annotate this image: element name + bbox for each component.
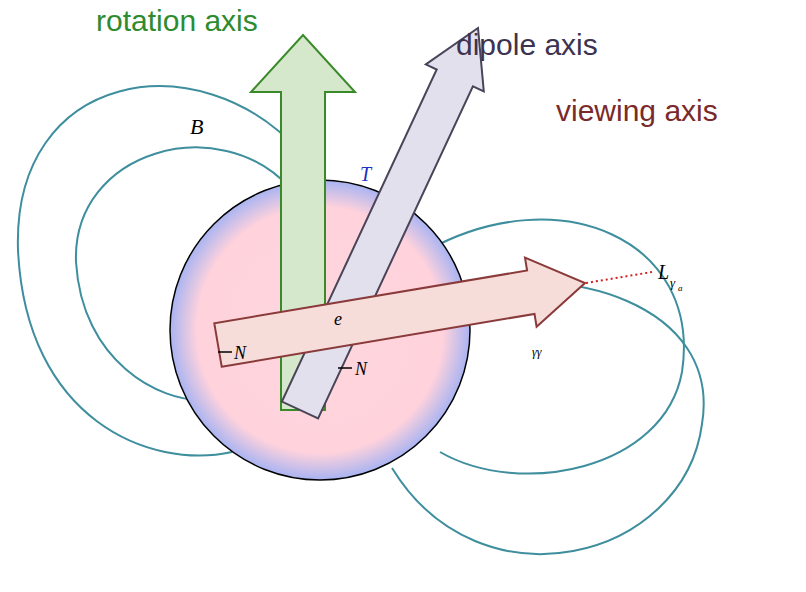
tick-mark bbox=[218, 351, 232, 353]
field-lines bbox=[18, 86, 704, 554]
field-symbol: B⃗ bbox=[190, 116, 221, 138]
viewing-arrow bbox=[214, 258, 585, 367]
subscript: γ bbox=[670, 276, 675, 289]
dipole-arrow bbox=[282, 28, 484, 418]
photon-symbol: γγ bbox=[532, 346, 541, 358]
axis-label: viewing axis bbox=[556, 96, 718, 126]
axis-label: dipole axis bbox=[456, 30, 598, 60]
particle-symbol: e bbox=[334, 310, 342, 328]
tick-mark bbox=[338, 367, 352, 369]
luminosity-symbol: L bbox=[658, 262, 669, 282]
particle-symbol: N bbox=[355, 360, 367, 378]
temperature-symbol: T bbox=[360, 164, 371, 184]
particle-symbol: N bbox=[234, 344, 246, 362]
axis-label: rotation axis bbox=[96, 6, 258, 36]
dotted-line bbox=[586, 272, 652, 283]
subscript: a bbox=[678, 284, 683, 293]
